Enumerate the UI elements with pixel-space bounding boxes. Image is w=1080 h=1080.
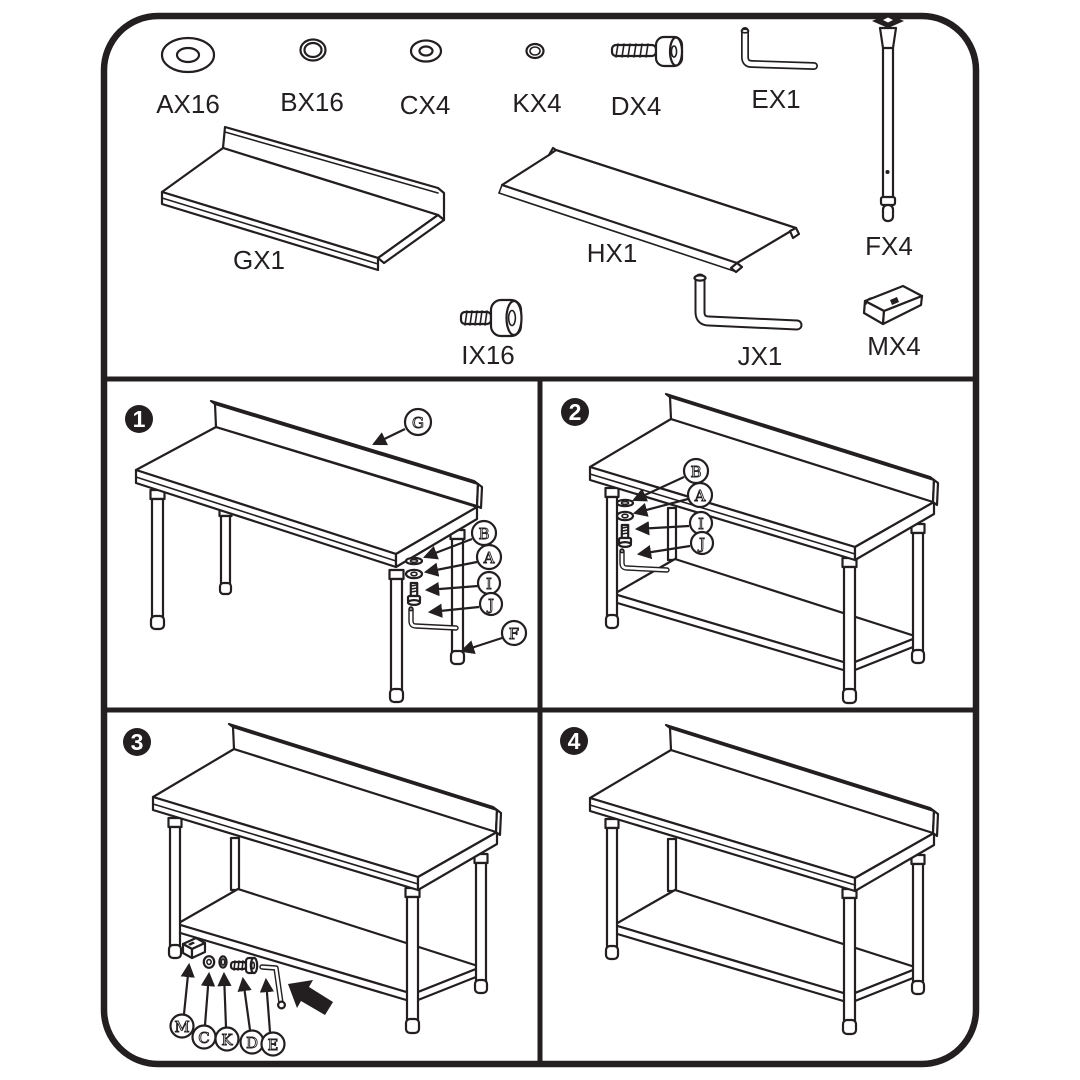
- step-3-callouts: M C K D E: [169, 962, 286, 1057]
- callout-letter-b: B: [690, 463, 701, 481]
- callout-arrow-j: [427, 603, 480, 618]
- callout-circle-a: [475, 543, 503, 571]
- callout-arrow-c: [200, 971, 216, 1026]
- callout-arrow-k: [217, 971, 232, 1028]
- callout-arrow-b: [632, 476, 685, 502]
- part-hx1-shelf: HX1: [498, 146, 801, 274]
- callout-letter-m: M: [174, 1018, 189, 1036]
- parts-legend-section: AX16 BX16 CX4 KX4 DX: [156, 14, 924, 371]
- part-mx4-clamp: MX4: [862, 284, 924, 361]
- step-1-badge: 1: [125, 405, 153, 433]
- callout-letter-k: K: [221, 1031, 233, 1049]
- callout-arrow-i: [634, 521, 690, 536]
- step-4-number: 4: [568, 728, 581, 754]
- step-3-number: 3: [131, 729, 144, 755]
- part-dx4-bolt: DX4: [611, 35, 684, 121]
- callout-circle-m: [169, 1013, 195, 1039]
- step-3-loose-parts: [181, 936, 333, 1015]
- callout-arrow-f: [459, 636, 503, 655]
- part-jx1-wrench: JX1: [693, 273, 803, 371]
- part-ax16-washer: AX16: [156, 36, 220, 119]
- part-ex1-allen-key: EX1: [740, 27, 818, 114]
- callout-circle-j: [689, 530, 715, 556]
- callout-circle-g: [403, 407, 433, 437]
- part-label-dx4: DX4: [611, 91, 662, 121]
- callout-letter-a: A: [694, 487, 706, 505]
- clamp-part-m: [181, 936, 207, 960]
- panel-dividers: [106, 376, 974, 1062]
- callout-arrow-e: [259, 977, 275, 1033]
- callout-circle-k: [214, 1026, 240, 1052]
- table-illustration-step-4: [588, 723, 940, 1036]
- step-1-number: 1: [133, 406, 146, 432]
- step-4-badge: 4: [560, 727, 588, 755]
- step-3-badge: 3: [123, 728, 151, 756]
- callout-letter-j: J: [697, 535, 705, 553]
- callout-circle-j: [478, 591, 504, 617]
- part-gx1-tabletop: GX1: [160, 125, 446, 275]
- callout-letter-g: G: [412, 414, 424, 432]
- part-label-hx1: HX1: [587, 238, 638, 268]
- callout-arrow-b: [422, 537, 473, 560]
- part-label-gx1: GX1: [233, 245, 285, 275]
- allen-key-part-e: [259, 964, 287, 1010]
- table-illustration-step-1: [134, 399, 484, 704]
- sheet-border: [100, 12, 980, 1068]
- step-2-number: 2: [569, 399, 582, 425]
- step-1-panel: 1 G B: [125, 399, 528, 704]
- callout-arrow-g: [372, 428, 406, 446]
- part-bx16-washer: BX16: [280, 38, 344, 117]
- part-label-cx4: CX4: [400, 90, 451, 120]
- callout-letter-e: E: [268, 1036, 279, 1054]
- callout-letter-b: B: [478, 525, 489, 543]
- part-label-ix16: IX16: [461, 340, 515, 370]
- part-kx4-washer: KX4: [512, 42, 562, 118]
- callout-arrow-a: [423, 560, 478, 577]
- callout-circle-a: [686, 481, 714, 509]
- callout-circle-e: [260, 1031, 286, 1057]
- table-illustration-step-3: [151, 722, 503, 1035]
- part-label-mx4: MX4: [867, 331, 920, 361]
- insert-direction-arrow: [288, 980, 333, 1015]
- part-label-kx4: KX4: [512, 88, 561, 118]
- part-label-jx1: JX1: [738, 341, 783, 371]
- callout-letter-f: F: [509, 625, 519, 643]
- step-1-callouts: G B A I J F: [372, 407, 528, 655]
- callout-arrow-d: [237, 976, 252, 1031]
- callout-circle-f: [500, 619, 528, 647]
- callout-arrow-j: [636, 544, 691, 560]
- callout-letter-j: J: [486, 596, 494, 614]
- part-label-fx4: FX4: [865, 231, 913, 261]
- step-3-panel: 3: [123, 722, 503, 1057]
- part-cx4-washer: CX4: [400, 39, 451, 120]
- callout-letter-i: I: [698, 515, 704, 533]
- part-ix16-bolt: IX16: [459, 298, 523, 370]
- part-fx4-leg: FX4: [865, 14, 913, 261]
- step-4-panel: 4: [560, 723, 940, 1036]
- step-2-badge: 2: [561, 398, 589, 426]
- bolt-part-d: [229, 956, 259, 975]
- callout-arrow-a: [632, 497, 689, 517]
- callout-arrow-i: [424, 581, 479, 597]
- table-illustration-step-2: [588, 392, 940, 705]
- step-2-callouts: B A I J: [632, 457, 715, 560]
- part-label-ax16: AX16: [156, 89, 220, 119]
- washer-part-c: [202, 955, 216, 969]
- callout-letter-c: C: [198, 1029, 209, 1047]
- part-label-ex1: EX1: [751, 84, 800, 114]
- callout-letter-d: D: [246, 1034, 258, 1052]
- washer-part-k: [218, 955, 228, 969]
- callout-arrow-m: [180, 962, 195, 1015]
- callout-letter-i: I: [486, 575, 492, 593]
- part-label-bx16: BX16: [280, 87, 344, 117]
- callout-letter-a: A: [483, 549, 495, 567]
- step-2-panel: 2 B A I J: [561, 392, 940, 705]
